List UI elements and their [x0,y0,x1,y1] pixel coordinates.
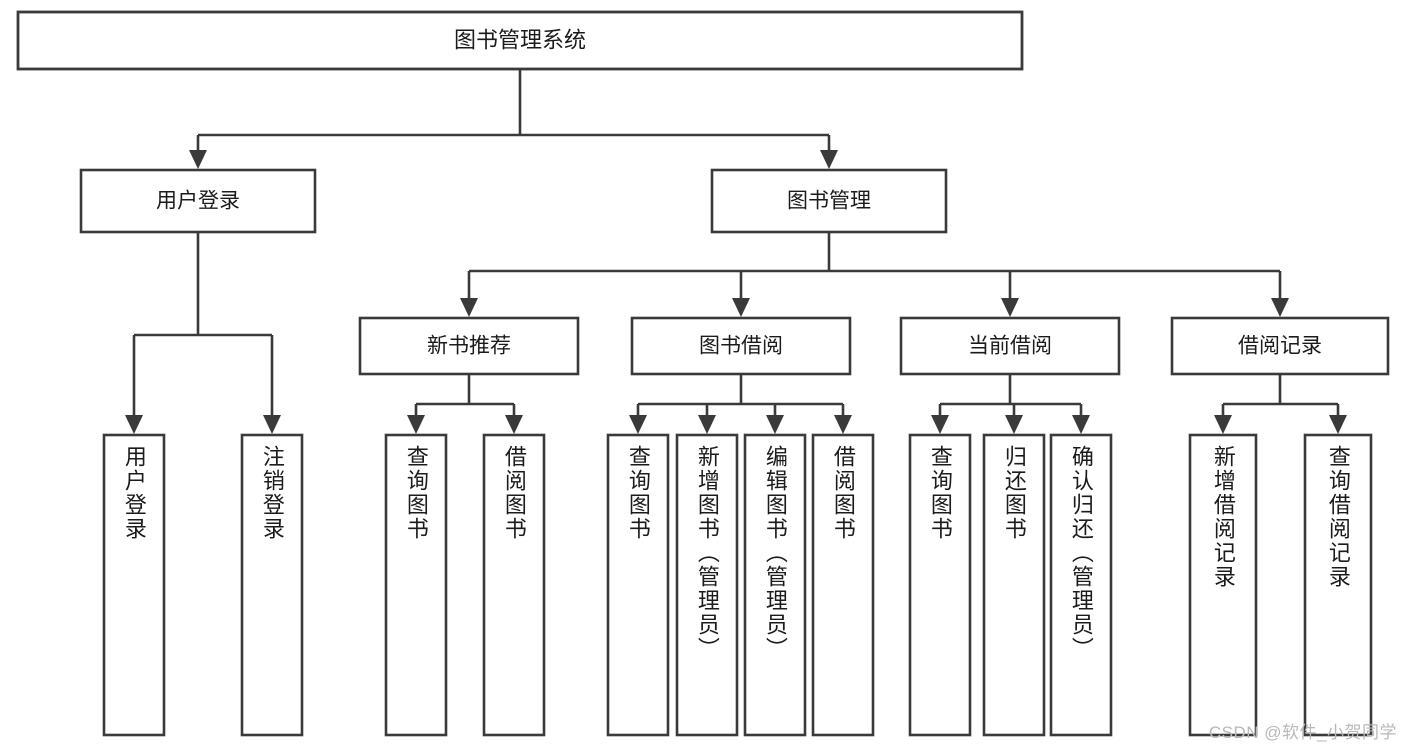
node-label-book-manage: 图书管理 [787,190,871,213]
arrow-head-icon [189,150,207,169]
csdn-watermark: CSDN @软件_小贺同学 [1208,723,1397,742]
arrow-head-icon [1005,415,1023,434]
node-label-new-book-rec: 新书推荐 [427,335,511,358]
node-root[interactable] [16,10,1024,71]
node-leaf-query-book-2[interactable] [606,433,670,737]
arrow-head-icon [834,415,852,434]
arrow-head-icon [732,298,750,317]
arrow-head-icon [698,415,716,434]
arrow-head-icon [407,415,425,434]
arrow-head-icon [505,415,523,434]
node-leaf-query-book-1[interactable] [384,433,448,737]
arrow-head-icon [820,150,838,169]
arrow-head-icon [931,415,949,434]
arrow-head-icon [766,415,784,434]
node-book-borrow[interactable] [630,316,852,376]
node-user-login[interactable] [79,168,317,234]
arrow-head-icon [1214,415,1232,434]
arrow-head-icon [263,415,281,434]
node-leaf-query-book-3[interactable] [908,433,972,737]
node-current-borrow[interactable] [899,316,1121,376]
arrow-head-icon [125,415,143,434]
arrow-head-icon [1001,298,1019,317]
arrow-head-icon [1072,415,1090,434]
node-label-borrow-record: 借阅记录 [1238,335,1322,358]
node-leaf-query-record[interactable] [1303,433,1373,737]
node-label-book-borrow: 图书借阅 [699,335,783,358]
arrow-head-icon [1271,298,1289,317]
node-label-current-borrow: 当前借阅 [968,335,1052,358]
node-box-layer [16,10,1390,737]
node-borrow-record[interactable] [1170,316,1390,376]
node-new-book-rec[interactable] [358,316,580,376]
connector-layer [125,69,1347,434]
node-leaf-add-book[interactable] [675,433,739,737]
node-leaf-return-book[interactable] [982,433,1046,737]
node-label-user-login: 用户登录 [156,190,240,213]
node-label-root: 图书管理系统 [454,27,586,52]
node-leaf-borrow-book-1[interactable] [482,433,546,737]
arrow-head-icon [629,415,647,434]
arrow-head-icon [1329,415,1347,434]
node-leaf-confirm-return[interactable] [1049,433,1113,737]
node-leaf-edit-book[interactable] [743,433,807,737]
node-leaf-add-record[interactable] [1188,433,1258,737]
arrow-head-icon [460,298,478,317]
node-leaf-user-login[interactable] [102,433,166,737]
node-leaf-borrow-book-2[interactable] [811,433,875,737]
node-book-manage[interactable] [710,168,948,234]
node-leaf-logout[interactable] [240,433,304,737]
